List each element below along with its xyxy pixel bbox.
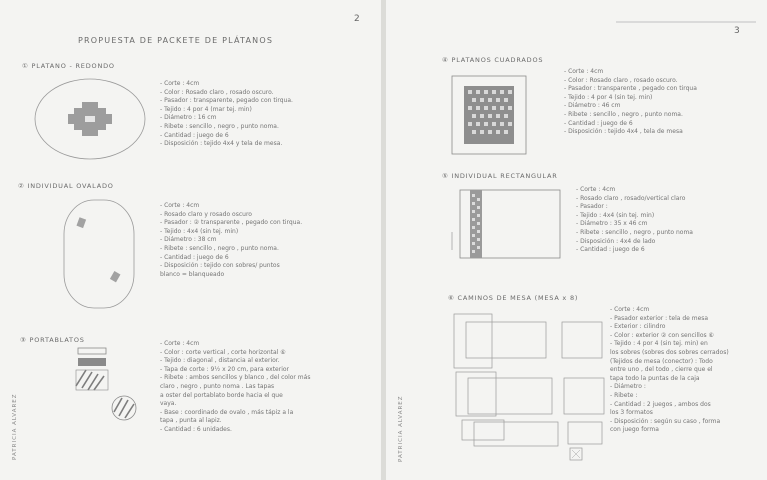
note: - Corte : 4cm [160, 80, 293, 89]
right-notebook-page: 3 ④ PLATANOS CUADRADOS - Corte : 4cm - C… [386, 0, 767, 480]
note: - Tejido : 4 por 4 (sin tej. min) en [610, 340, 729, 349]
note: - Rosado claro , rosado/vertical claro [576, 195, 693, 204]
top-rule [616, 20, 756, 24]
note: - Disposición : 4x4 de lado [576, 238, 693, 247]
note: - Exterior : cilindro [610, 323, 729, 332]
note: - Cantidad : juego de 6 [160, 254, 302, 263]
notes-round-plate: - Corte : 4cm - Color : Rosado claro , r… [160, 80, 293, 149]
note: los sobres (sobres dos sobres cerrados) [610, 349, 729, 358]
author-side-label: PATRICIA ALVAREZ [398, 395, 404, 462]
note: - Pasador : transparente , pegado con ti… [564, 85, 697, 94]
note: - Corte : 4cm [576, 186, 693, 195]
note: - Corte : 4cm [160, 202, 302, 211]
author-side-label: PATRICIA ALVAREZ [12, 393, 18, 460]
note: - Ribete : sencillo , negro , punto noma… [160, 123, 293, 132]
note: - Ribete : sencillo , negro , punto noma… [160, 245, 302, 254]
note: - Tejido : 4x4 (sin tej. min) [576, 212, 693, 221]
section-heading-square-plates: ④ PLATANOS CUADRADOS [442, 56, 543, 64]
notes-table-runners: - Corte : 4cm - Pasador exterior : tela … [610, 306, 729, 435]
note: - Base : coordinado de ovalo , más tápiz… [160, 409, 310, 418]
note: - Corte : 4cm [610, 306, 729, 315]
note: con juego forma [610, 426, 729, 435]
note: - Tejido : 4 por 4 (mar tej. min) [160, 106, 293, 115]
note: - Cantidad : 6 unidades. [160, 426, 310, 435]
section-heading-round-plate: ① PLATANO - REDONDO [22, 62, 115, 70]
note: vaya. [160, 400, 310, 409]
square-plate-sketch [450, 74, 530, 158]
note: - Pasador : [576, 203, 693, 212]
note: claro , negro , punto noma . Las tapas [160, 383, 310, 392]
note: los 3 formatos [610, 409, 729, 418]
note: a oster del portablato borde hacia el qu… [160, 392, 310, 401]
note: - Color : exterior ② con sencillos ⑥ [610, 332, 729, 341]
note: - Cantidad : juego de 6 [576, 246, 693, 255]
note: - Ribete : ambos sencillos y blanco , de… [160, 374, 310, 383]
note: - Diámetro : 38 cm [160, 236, 302, 245]
note: - Cantidad : juego de 6 [160, 132, 293, 141]
oval-placemat-sketch [60, 196, 140, 314]
notes-square-plates: - Corte : 4cm - Color : Rosado claro , r… [564, 68, 697, 137]
note: - Disposición : tejido 4x4 , tela de mes… [564, 128, 697, 137]
note: - Color : Rosado claro , rosado oscuro. [564, 77, 697, 86]
note: entre uno , del todo , cierre que el [610, 366, 729, 375]
section-heading-oval-placemat: ② INDIVIDUAL OVALADO [18, 182, 114, 190]
table-runner-sketch [452, 308, 604, 476]
note: - Color : Rosado claro , rosado oscuro. [160, 89, 293, 98]
note: - Tejido : 4 por 4 (sin tej. min) [564, 94, 697, 103]
note: - Tapa de corte : 9½ x 20 cm, para exter… [160, 366, 310, 375]
section-heading-rect-placemat: ⑤ INDIVIDUAL RECTANGULAR [442, 172, 558, 180]
notes-rect-placemat: - Corte : 4cm - Rosado claro , rosado/ve… [576, 186, 693, 255]
note: - Corte : 4cm [564, 68, 697, 77]
note: - Pasador exterior : tela de mesa [610, 315, 729, 324]
note: - Diámetro : 46 cm [564, 102, 697, 111]
note: - Cantidad : 2 juegos , ambos dos [610, 401, 729, 410]
note: tapa todo la puntas de la caja [610, 375, 729, 384]
note: - Tejido : diagonal , distancia al exter… [160, 357, 310, 366]
note: - Cantidad : juego de 6 [564, 120, 697, 129]
note: - Ribete : [610, 392, 729, 401]
note: - Diámetro : 16 cm [160, 114, 293, 123]
notes-oval-placemat: - Corte : 4cm - Rosado claro y rosado os… [160, 202, 302, 279]
left-notebook-page: 2 PROPUESTA DE PACKETE DE PLÁTANOS ① PLA… [0, 0, 381, 480]
note: - Color : corte vertical , corte horizon… [160, 349, 310, 358]
note: - Pasador : transparente, pegado con tir… [160, 97, 293, 106]
section-heading-plate-holders: ③ PORTABLATOS [20, 336, 85, 344]
page-number: 3 [734, 26, 740, 36]
note: - Corte : 4cm [160, 340, 310, 349]
note: tapa , punta al lapiz. [160, 417, 310, 426]
note: blanco = blanqueado [160, 271, 302, 280]
section-heading-table-runners: ⑥ CAMINOS DE MESA (MESA x 8) [448, 294, 578, 302]
note: - Disposición : tejido 4x4 y tela de mes… [160, 140, 293, 149]
note: - Disposición : según su caso , forma [610, 418, 729, 427]
note: - Diámetro : 35 x 46 cm [576, 220, 693, 229]
note: - Pasador : ② transparente , pegado con … [160, 219, 302, 228]
note: - Disposición : tejido con sobres/ punto… [160, 262, 302, 271]
note: - Ribete : sencillo , negro , punto noma… [564, 111, 697, 120]
plate-holder-sketch [68, 348, 148, 430]
page-number: 2 [354, 14, 360, 24]
note: - Diámetro : [610, 383, 729, 392]
note: - Tejido : 4x4 (sin tej. min) [160, 228, 302, 237]
rect-placemat-sketch [458, 188, 564, 262]
notes-plate-holders: - Corte : 4cm - Color : corte vertical ,… [160, 340, 310, 435]
round-plate-sketch [30, 76, 150, 166]
note: (Tejidos de mesa (conector) : Todo [610, 358, 729, 367]
page-title: PROPUESTA DE PACKETE DE PLÁTANOS [78, 36, 273, 45]
note: - Ribete : sencillo , negro , punto noma [576, 229, 693, 238]
note: - Rosado claro y rosado oscuro [160, 211, 302, 220]
